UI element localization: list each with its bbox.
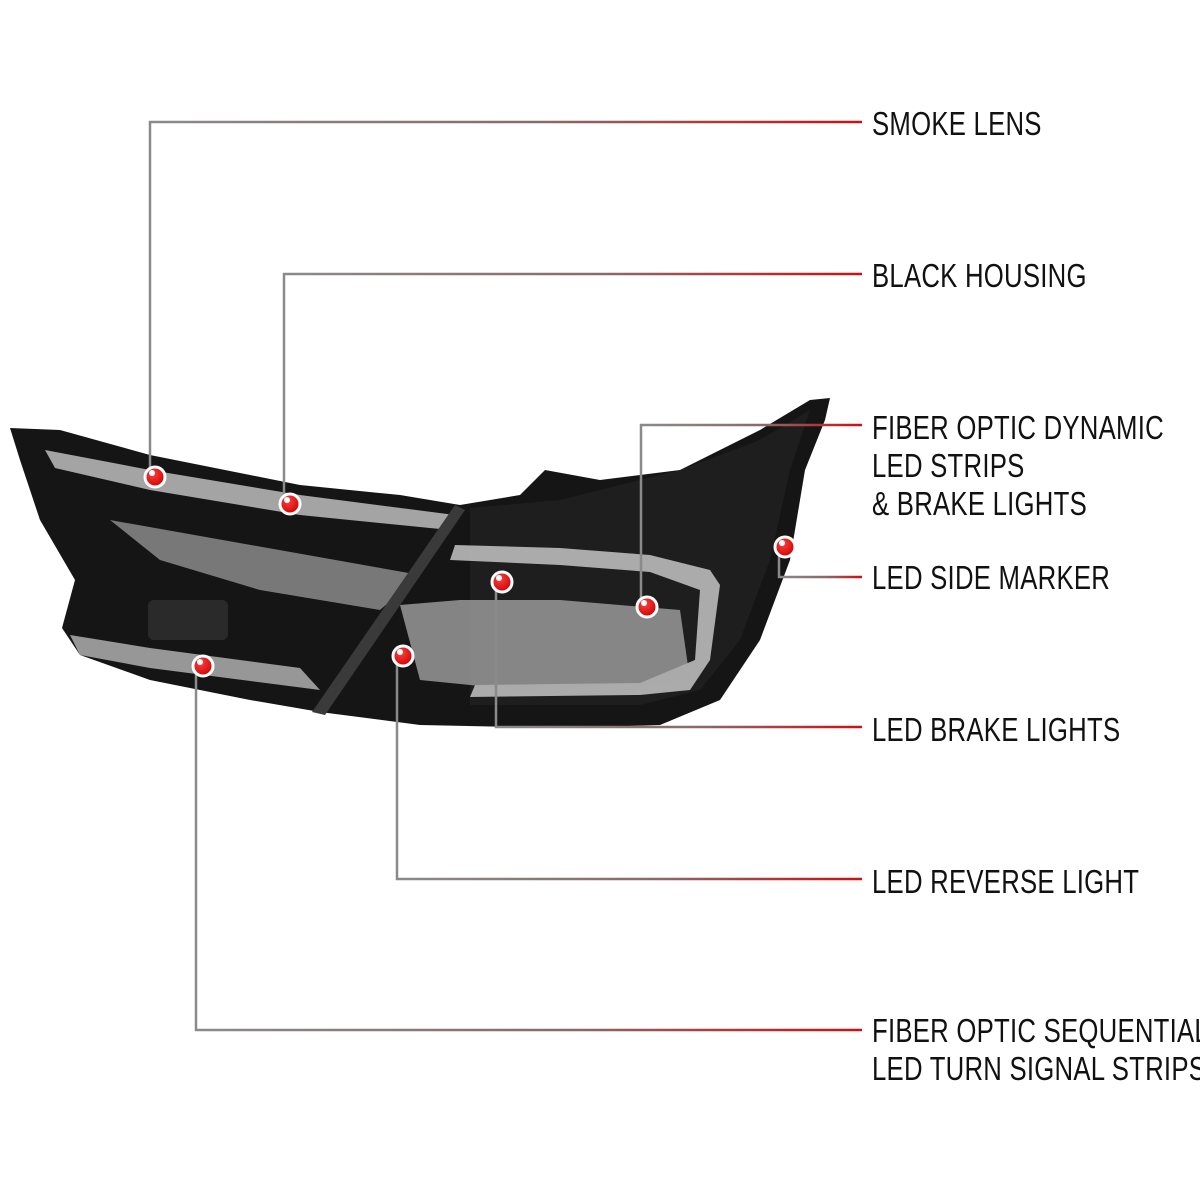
label-fiber-optic-dynamic: FIBER OPTIC DYNAMIC LED STRIPS & BRAKE L… [872, 409, 1164, 523]
label-led-brake-lights: LED BRAKE LIGHTS [872, 711, 1120, 749]
label-led-reverse-light: LED REVERSE LIGHT [872, 863, 1139, 901]
leader-fiber-optic-dynamic [639, 423, 862, 607]
fan-blades-inner [110, 520, 420, 610]
label-line: LED REVERSE LIGHT [872, 863, 1140, 900]
leader-smoke-lens [148, 120, 862, 477]
label-smoke-lens: SMOKE LENS [872, 105, 1042, 143]
label-line: FIBER OPTIC DYNAMIC [872, 409, 1164, 446]
housing-divider [312, 505, 465, 715]
marker-dot [143, 465, 167, 489]
marker-dot [278, 492, 302, 516]
label-line: FIBER OPTIC SEQUENTIAL [872, 1012, 1200, 1049]
connector [148, 600, 228, 640]
tail-light-housing [10, 398, 830, 728]
marker-dot [391, 644, 415, 668]
label-line: LED BRAKE LIGHTS [872, 711, 1121, 748]
leader-black-housing [282, 272, 862, 504]
fan-blades-outer [400, 600, 690, 690]
label-line: SMOKE LENS [872, 105, 1042, 142]
marker-dot [490, 570, 514, 594]
outer-led-strip [450, 545, 720, 697]
marker-highlights [149, 470, 785, 665]
label-line: LED SIDE MARKER [872, 559, 1111, 596]
marker-dot [635, 595, 659, 619]
label-line: LED TURN SIGNAL STRIPS [872, 1050, 1200, 1087]
label-fiber-optic-sequential: FIBER OPTIC SEQUENTIAL LED TURN SIGNAL S… [872, 1012, 1200, 1088]
label-led-side-marker: LED SIDE MARKER [872, 559, 1110, 597]
leader-led-reverse-light [395, 656, 862, 881]
label-line: BLACK HOUSING [872, 257, 1087, 294]
leader-led-brake-lights [494, 582, 862, 729]
label-black-housing: BLACK HOUSING [872, 257, 1087, 295]
marker-dot [191, 654, 215, 678]
leader-led-side-marker [777, 547, 862, 579]
leader-fiber-optic-sequential [194, 666, 862, 1032]
label-line: & BRAKE LIGHTS [872, 485, 1087, 522]
marker-dot [773, 535, 797, 559]
label-line: LED STRIPS [872, 447, 1025, 484]
